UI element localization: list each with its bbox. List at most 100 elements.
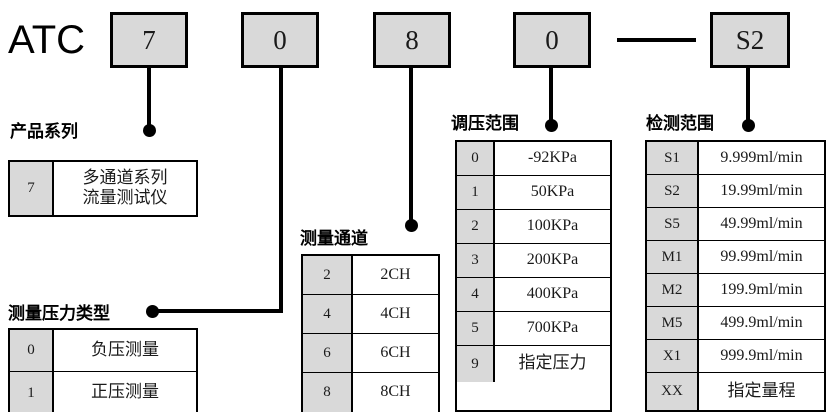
code-box-detection-range-value: S2 [735,24,765,55]
table-row[interactable]: 6 6CH [303,334,438,373]
cell-code: 9 [457,346,495,382]
code-box-pressure-type-value: 0 [273,24,287,55]
code-box-channels-value: 8 [405,24,419,55]
table-pressure-range: 0 -92KPa 1 50KPa 2 100KPa 3 200KPa 4 400… [455,140,612,412]
cell-value: 700KPa [495,312,610,345]
cell-value: 400KPa [495,278,610,311]
cell-value: 6CH [353,334,438,372]
cell-value: 499.9ml/min [699,307,824,339]
code-box-pressure-type[interactable]: 0 [241,12,319,68]
separator-dash [617,38,696,42]
cell-code: S5 [647,208,699,240]
table-product-series: 7 多通道系列 流量测试仪 [8,160,198,217]
table-row[interactable]: 4 4CH [303,295,438,334]
cell-code: XX [647,373,699,410]
connector-line-pressure-type-vertical [279,66,283,311]
table-row[interactable]: 2 100KPa [457,210,610,244]
table-row[interactable]: X1 999.9ml/min [647,340,824,373]
code-box-series[interactable]: 7 [110,12,188,68]
table-measure-channel: 2 2CH 4 4CH 6 6CH 8 8CH [301,254,440,412]
connector-line-series [147,66,151,130]
cell-code: 8 [303,373,353,412]
caption-measure-channel: 测量通道 [300,229,368,249]
table-detection-range: S1 9.999ml/min S2 19.99ml/min S5 49.99ml… [645,140,826,412]
cell-value: 99.99ml/min [699,241,824,273]
table-row[interactable]: 3 200KPa [457,244,610,278]
cell-code: 1 [457,176,495,209]
cell-value: 999.9ml/min [699,340,824,372]
code-box-channels[interactable]: 8 [373,12,451,68]
cell-code: 6 [303,334,353,372]
table-pressure-type: 0 负压测量 1 正压测量 [8,328,198,412]
cell-value: 负压测量 [54,330,196,371]
cell-value: -92KPa [495,142,610,175]
cell-value: 19.99ml/min [699,175,824,207]
connector-line-channels [409,66,413,226]
connector-line-pressure-type-horizontal [155,309,283,313]
cell-code: 0 [457,142,495,175]
caption-pressure-range: 调压范围 [451,114,519,134]
cell-value: 指定量程 [699,373,824,410]
table-row[interactable]: S2 19.99ml/min [647,175,824,208]
cell-value: 正压测量 [54,372,196,412]
table-row[interactable]: 5 700KPa [457,312,610,346]
cell-value: 50KPa [495,176,610,209]
cell-code: M1 [647,241,699,273]
cell-code: 3 [457,244,495,277]
connector-dot-channels [405,219,418,232]
cell-code: 7 [10,162,54,215]
cell-code: 4 [303,295,353,333]
cell-code: 4 [457,278,495,311]
connector-dot-pressure-range [545,119,558,132]
cell-value: 49.99ml/min [699,208,824,240]
table-row[interactable]: 2 2CH [303,256,438,295]
table-row[interactable]: 1 正压测量 [10,372,196,412]
cell-value: 多通道系列 流量测试仪 [54,162,196,215]
table-row[interactable]: 1 50KPa [457,176,610,210]
connector-dot-pressure-type [146,305,159,318]
code-box-pressure-range-value: 0 [545,24,559,55]
connector-dot-detection-range [742,119,755,132]
cell-value: 199.9ml/min [699,274,824,306]
cell-code: M2 [647,274,699,306]
cell-code: X1 [647,340,699,372]
table-row[interactable]: S5 49.99ml/min [647,208,824,241]
table-row[interactable]: S1 9.999ml/min [647,142,824,175]
table-row[interactable]: 7 多通道系列 流量测试仪 [10,162,196,215]
code-box-detection-range[interactable]: S2 [710,12,790,68]
code-box-pressure-range[interactable]: 0 [513,12,591,68]
caption-detection-range: 检测范围 [646,114,714,134]
connector-line-detection-range [746,66,750,125]
cell-code: S2 [647,175,699,207]
table-row[interactable]: XX 指定量程 [647,373,824,410]
table-row[interactable]: 0 -92KPa [457,142,610,176]
table-row[interactable]: M2 199.9ml/min [647,274,824,307]
cell-value-line1: 多通道系列 [82,167,168,188]
cell-code: S1 [647,142,699,174]
cell-code: M5 [647,307,699,339]
cell-code: 5 [457,312,495,345]
cell-code: 1 [10,372,54,412]
table-row[interactable]: 8 8CH [303,373,438,412]
cell-value-line2: 流量测试仪 [82,187,168,208]
cell-code: 2 [303,256,353,294]
cell-value: 指定压力 [495,346,610,382]
table-row[interactable]: M1 99.99ml/min [647,241,824,274]
table-row[interactable]: M5 499.9ml/min [647,307,824,340]
cell-code: 2 [457,210,495,243]
cell-value: 100KPa [495,210,610,243]
table-row[interactable]: 0 负压测量 [10,330,196,372]
brand-label: ATC [8,18,86,62]
code-box-series-value: 7 [142,24,156,55]
table-row[interactable]: 9 指定压力 [457,346,610,382]
connector-line-pressure-range [549,66,553,125]
cell-value: 9.999ml/min [699,142,824,174]
connector-dot-series [143,124,156,137]
caption-pressure-type: 测量压力类型 [8,304,110,324]
table-row[interactable]: 4 400KPa [457,278,610,312]
cell-value: 8CH [353,373,438,412]
cell-value: 4CH [353,295,438,333]
caption-product-series: 产品系列 [10,122,78,142]
cell-value: 200KPa [495,244,610,277]
